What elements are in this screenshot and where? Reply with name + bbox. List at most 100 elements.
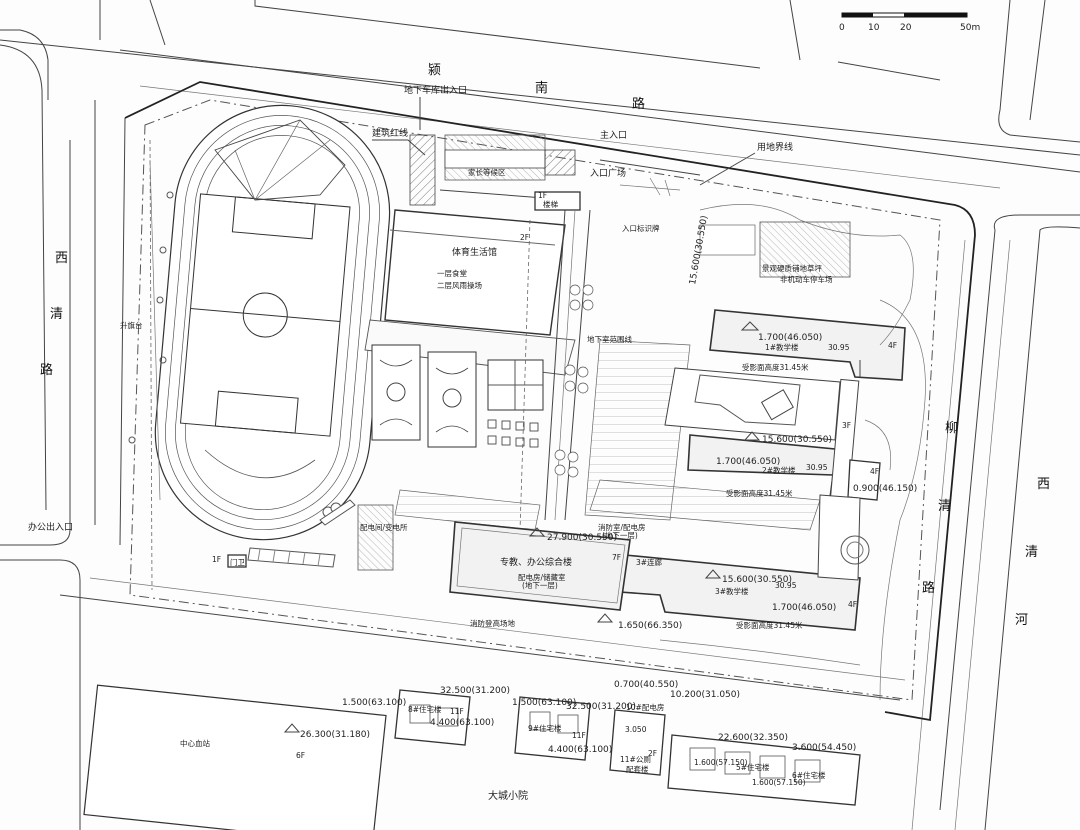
link-floor: 3F [842, 421, 851, 430]
office-top-elevation: 27.900(30.550) [547, 533, 617, 543]
tb3-link: 3#连廊 [636, 557, 663, 567]
office-note-bot2: (地下一层) [522, 580, 558, 590]
office-note-top: 消防室/配电房 [598, 522, 646, 532]
scale-tick-10: 10 [868, 23, 880, 33]
tb3-top: 15.600(30.550) [722, 575, 792, 585]
tb3-floor: 4F [848, 600, 857, 609]
stair-label: 楼梯 [543, 199, 558, 209]
courtyard-feature [664, 367, 841, 441]
zone-labels: 家长等候区 升旗台 体育生活馆 2F 一层食堂 二层风雨操场 消防登高场地 景观… [120, 167, 833, 628]
center-elev: 26.300(31.180) [300, 730, 370, 740]
power-right-elev: 10.200(31.050) [670, 690, 740, 700]
tb1-tag: 30.95 [828, 343, 850, 352]
office-elevation: 1.650(66.350) [618, 621, 682, 631]
row-low2: 1.600(57.150) [752, 778, 806, 787]
tb2-elevation: 1.700(46.050) [716, 457, 780, 467]
power-floor: 2F [648, 749, 657, 758]
office-floor: 7F [612, 553, 621, 562]
sw-note-label: 配电间/变电所 [360, 522, 408, 532]
north-entrance-zone [409, 134, 701, 211]
running-track [154, 104, 391, 541]
row-top-elev: 22.600(32.350) [718, 733, 788, 743]
main-entrance-label: 主入口 [600, 129, 627, 141]
entrance-marker-label: 入口标识牌 [622, 223, 660, 233]
site-boundary [119, 81, 976, 722]
tb2-shadow: 受影面高度31.45米 [726, 488, 793, 498]
parent-waiting-label: 家长等候区 [468, 167, 506, 177]
east-road-char-1: 柳 [945, 421, 958, 436]
west-road-char-2: 清 [50, 307, 63, 322]
office-building [449, 521, 631, 611]
tb3-shadow: 受影面高度31.45米 [736, 620, 803, 630]
east-road-char-3: 路 [922, 580, 935, 596]
road-labels: 颍 南 路 西 清 路 柳 清 路 西 清 河 [40, 63, 1050, 628]
tb3-name: 3#教学楼 [715, 586, 749, 596]
scale-tick-50: 50m [960, 23, 980, 33]
res2-left-elev: 1.500(63.100) [512, 698, 576, 708]
tb1-elevation: 1.700(46.050) [758, 333, 822, 343]
community-name: 大城小院 [488, 789, 528, 802]
office-entrance-label: 办公出入口 [28, 521, 73, 533]
res1-floor: 11F [450, 707, 464, 716]
tb1-name: 1#教学楼 [765, 342, 799, 352]
row-name: 5#住宅楼 [736, 762, 770, 772]
res2-floor: 11F [572, 731, 586, 740]
tb3-elevation: 1.700(46.050) [772, 603, 836, 613]
west-road-char-3: 路 [40, 362, 53, 378]
tb2-top: 15.600(30.550) [762, 435, 832, 445]
gym-name-label: 体育生活馆 [452, 246, 497, 258]
row-low1: 1.600(57.150) [694, 758, 748, 767]
row-name2: 6#住宅楼 [792, 770, 826, 780]
tb3-tag: 30.95 [775, 581, 797, 590]
tb2-tag: 30.95 [806, 463, 828, 472]
office-note-top2: (地下一层) [602, 530, 638, 540]
res2-name: 9#住宅楼 [528, 723, 562, 733]
river-char-3: 河 [1015, 613, 1028, 628]
underground-boundary-label: 地下室范围线 [587, 334, 632, 344]
outside-labels: 1.500(63.100) 32.500(31.200) 8#住宅楼 11F 4… [180, 680, 856, 802]
central-circulation [519, 209, 594, 531]
east-landscape [659, 204, 926, 701]
office-note-bot: 配电房/储藏室 [518, 572, 566, 582]
west-road-char-1: 西 [55, 251, 68, 266]
office-labels: 27.900(30.550) 消防室/配电房 (地下一层) 专教、办公综合楼 7… [500, 522, 682, 631]
entrance-labels: 地下车库出入口 主入口 办公出入口 入口广场 入口标识牌 建筑红线 用地界线 地… [28, 84, 793, 533]
scale-bar: 0 10 20 50m [839, 12, 980, 33]
lawn-label-1: 景观硬质铺地草坪 [762, 263, 822, 273]
stepped-plaza [394, 339, 821, 531]
gym-floor1-label: 一层食堂 [437, 268, 467, 278]
link-elevation: 0.900(46.150) [853, 484, 917, 494]
garage-entrance-label: 地下车库出入口 [404, 84, 467, 96]
tb1-shadow: 受影面高度31.45米 [742, 362, 809, 372]
north-road-char-2: 南 [535, 80, 548, 96]
res1-top-elev: 32.500(31.200) [440, 686, 510, 696]
scale-tick-20: 20 [900, 23, 912, 33]
res1-name: 8#住宅楼 [408, 704, 442, 714]
office-name: 专教、办公综合楼 [500, 556, 572, 568]
res1-left-elev: 1.500(63.100) [342, 698, 406, 708]
river-char-2: 清 [1025, 545, 1038, 560]
toilet-name: 11#公厕 [620, 755, 651, 764]
teaching-building-1 [709, 309, 906, 381]
tb2-name: 2#教学楼 [762, 465, 796, 475]
stair-1f-label: 1F [538, 191, 547, 200]
power-name: 10#配电房 [626, 702, 664, 712]
gate-1f-label: 1F [212, 555, 221, 564]
teaching-building-3 [619, 494, 861, 631]
entrance-plaza-label: 入口广场 [590, 167, 626, 179]
fire-access-label: 消防登高场地 [470, 618, 515, 628]
tb1-floor: 4F [888, 341, 897, 350]
flag-platform-label: 升旗台 [120, 320, 143, 330]
east-road-char-2: 清 [938, 499, 951, 514]
land-boundary-label: 用地界线 [757, 141, 793, 153]
power-top-elev: 0.700(40.550) [614, 680, 678, 690]
north-road-char-1: 颍 [428, 63, 441, 78]
res2-right-elev: 4.400(63.100) [548, 745, 612, 755]
res2-top-elev: 32.500(31.200) [566, 702, 636, 712]
gate-label: 门卫 [230, 558, 245, 567]
building-red-line-label: 建筑红线 [372, 127, 408, 139]
courts [364, 319, 576, 448]
